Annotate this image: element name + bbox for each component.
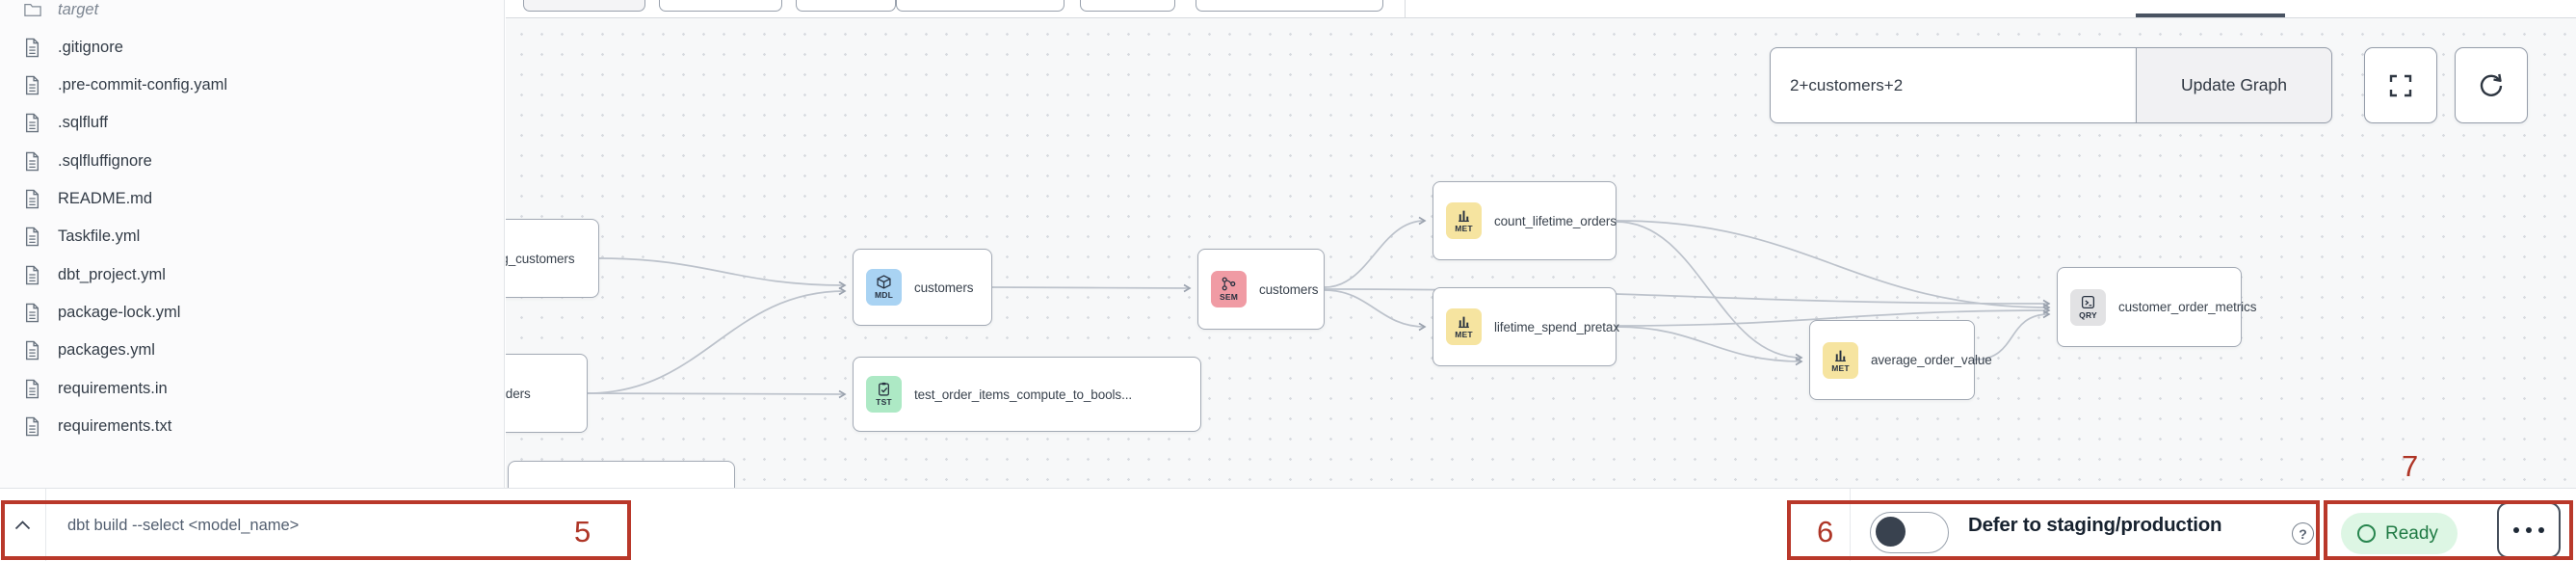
lineage-node-count_lifetime_orders[interactable]: MET count_lifetime_orders (1433, 181, 1617, 260)
update-graph-button[interactable]: Update Graph (2136, 47, 2332, 123)
file-icon (25, 340, 39, 361)
lineage-node-average_order_value[interactable]: MET average_order_value (1809, 320, 1992, 400)
tree-file--sqlfluff[interactable]: .sqlfluff (0, 104, 504, 142)
node-label: lifetime_spend_pretax (1494, 319, 1619, 334)
fullscreen-button[interactable] (2364, 47, 2437, 123)
lineage-node-stg_customers[interactable]: stg_customers (506, 219, 599, 298)
tree-file-README-md[interactable]: README.md (0, 180, 504, 218)
file-icon (25, 379, 39, 398)
tree-file-dbt-project-yml[interactable]: dbt_project.yml (0, 256, 504, 294)
collapse-panel-button[interactable] (4, 506, 40, 545)
file-icon (25, 189, 39, 209)
help-icon[interactable]: ? (2292, 522, 2314, 545)
tree-file-requirements-txt[interactable]: requirements.txt (0, 408, 504, 445)
refresh-icon (2480, 73, 2503, 96)
node-label: customer_order_metrics (2118, 300, 2257, 314)
metric-chart-icon (1459, 210, 1469, 223)
toolbar-button-stub[interactable] (659, 0, 782, 12)
file-icon (25, 75, 39, 95)
node-label: count_lifetime_orders (1494, 213, 1617, 228)
node-label: test_order_items_compute_to_bools... (914, 387, 1133, 402)
status-ring-icon (2357, 524, 2376, 543)
test-clipboard-icon (879, 382, 889, 396)
toolbar-button-stub[interactable] (796, 0, 896, 12)
tree-file-packages-yml[interactable]: packages.yml (0, 332, 504, 369)
file-icon (25, 265, 39, 284)
node-label: customers (914, 280, 974, 295)
toolbar-button-stub[interactable] (1080, 0, 1175, 12)
tree-file--pre-commit-config-yaml[interactable]: .pre-commit-config.yaml (0, 67, 504, 104)
status-badge: Ready (2341, 513, 2458, 554)
file-icon (25, 38, 39, 58)
query-icon (2081, 295, 2095, 308)
file-icon (25, 114, 39, 133)
toggle-knob (1876, 517, 1906, 547)
metric-chart-icon (1459, 316, 1469, 329)
lineage-node-lifetime_spend_pretax[interactable]: MET lifetime_spend_pretax (1433, 287, 1619, 366)
active-tab-underline (2136, 13, 2285, 17)
node-type-badge-qry: QRY (2070, 288, 2106, 326)
fullscreen-icon (2389, 74, 2412, 96)
file-explorer: target.gitignore.pre-commit-config.yaml.… (0, 0, 505, 488)
bar-divider (45, 489, 46, 561)
lineage-edges (587, 216, 2051, 399)
toolbar-button-stub[interactable] (1196, 0, 1383, 12)
toolbar-button-stub[interactable] (896, 0, 1065, 12)
tree-file-requirements-in[interactable]: requirements.in (0, 370, 504, 408)
file-icon (25, 227, 39, 247)
node-type-badge-tst: TST (866, 376, 902, 413)
file-icon (25, 151, 39, 171)
node-label: orders (506, 386, 531, 401)
node-label: stg_customers (506, 251, 575, 266)
node-type-badge-sem: SEM (1211, 271, 1247, 307)
status-label: Ready (2385, 522, 2438, 544)
ellipsis-icon (2513, 527, 2519, 533)
tree-folder-target[interactable]: target (0, 0, 504, 29)
lineage-node-customer_order_metrics[interactable]: QRY customer_order_metrics (2057, 267, 2256, 347)
node-label: average_order_value (1871, 353, 1992, 367)
node-label: customers (1259, 281, 1319, 297)
toolbar-divider (1405, 0, 1406, 17)
folder-icon (24, 3, 41, 16)
file-icon (25, 303, 39, 323)
tree-file-package-lock-yml[interactable]: package-lock.yml (0, 294, 504, 332)
metric-chart-icon (1835, 350, 1846, 361)
more-options-button[interactable] (2497, 502, 2561, 558)
node-type-badge-mdl: MDL (866, 269, 902, 306)
node-type-badge-met: MET (1446, 308, 1482, 345)
lineage-toolbar-strip (506, 0, 2576, 18)
defer-toggle[interactable] (1870, 512, 1949, 553)
model-cube-icon (877, 275, 891, 289)
tree-file--gitignore[interactable]: .gitignore (0, 29, 504, 67)
defer-label: Defer to staging/production (1968, 514, 2222, 536)
refresh-graph-button[interactable] (2455, 47, 2528, 123)
bar-divider (1850, 489, 1851, 561)
toolbar-button-stub[interactable] (523, 0, 645, 12)
semantic-model-icon (1222, 277, 1236, 291)
graph-selector-group: Update Graph (1770, 47, 2332, 123)
lineage-node-orders[interactable]: orders (506, 354, 588, 433)
lineage-node-customers_model[interactable]: MDL customers (853, 249, 992, 326)
lineage-node-customers_semantic[interactable]: SEM customers (1197, 249, 1325, 330)
tree-file--sqlfluffignore[interactable]: .sqlfluffignore (0, 143, 504, 180)
node-type-badge-met: MET (1823, 341, 1858, 379)
node-type-badge-met: MET (1446, 202, 1482, 239)
tree-file-Taskfile-yml[interactable]: Taskfile.yml (0, 218, 504, 255)
command-input[interactable]: dbt build --select <model_name> (67, 516, 300, 534)
bottom-command-bar: dbt build --select <model_name> Defer to… (0, 488, 2576, 561)
file-icon (25, 416, 39, 437)
lineage-node-test_order_items[interactable]: TST test_order_items_compute_to_bools... (853, 357, 1201, 432)
chevron-up-icon (14, 521, 30, 530)
lineage-node-clipped_node[interactable] (508, 461, 735, 488)
selector-input[interactable] (1770, 47, 2136, 123)
